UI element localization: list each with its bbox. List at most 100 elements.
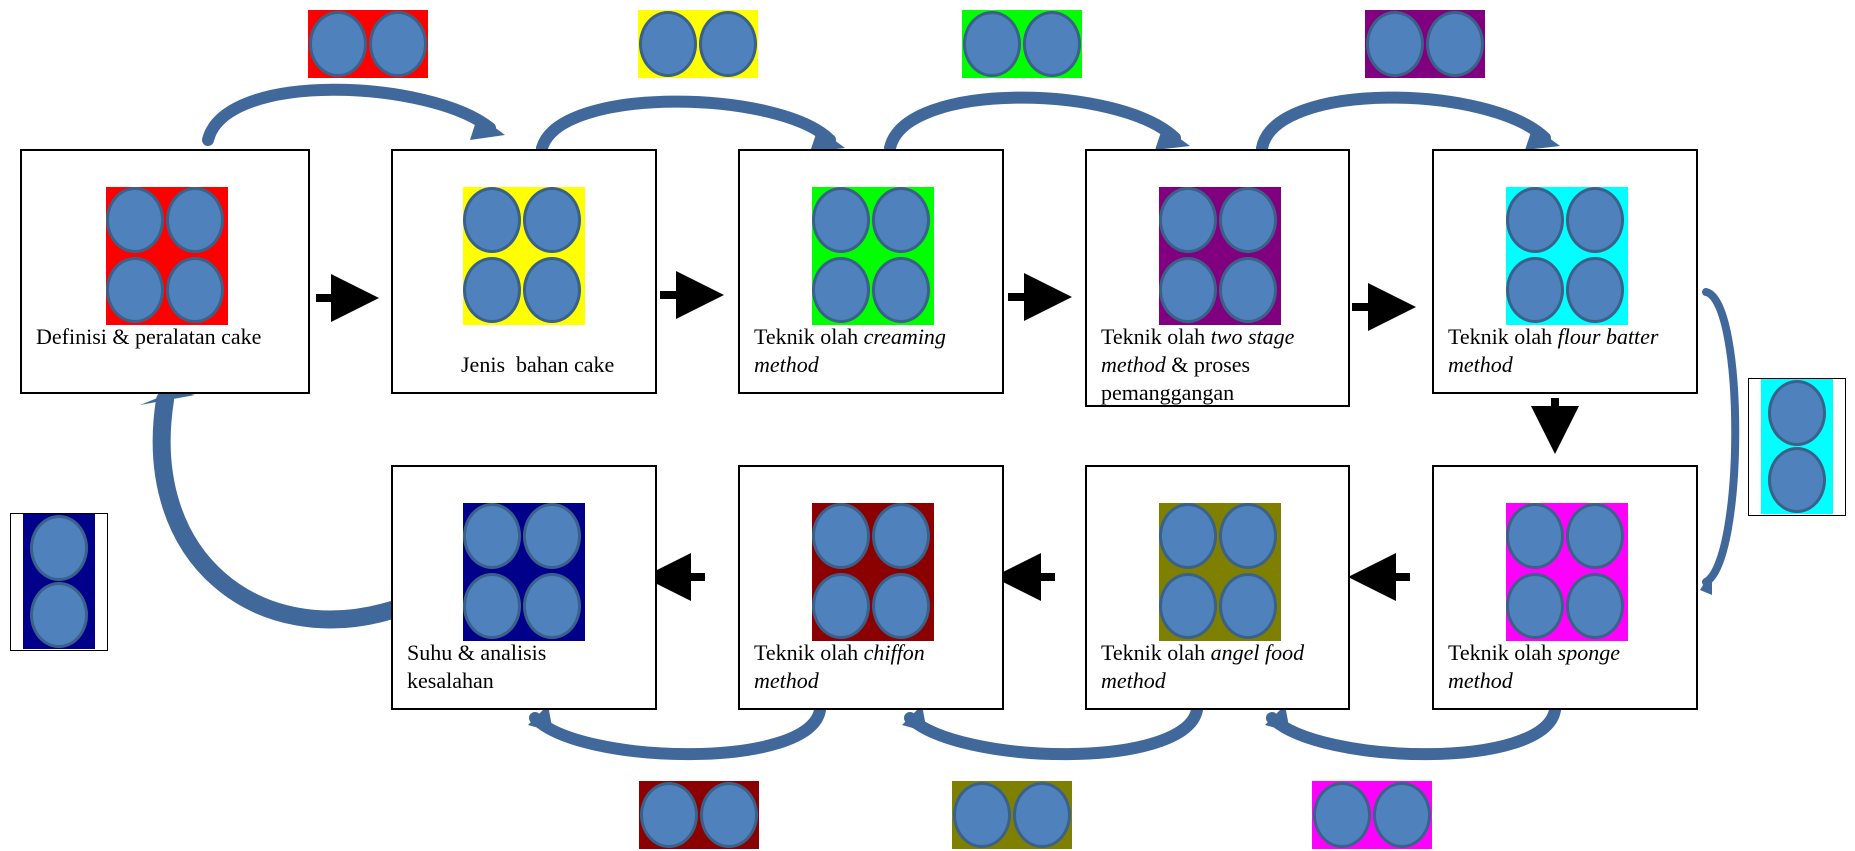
circle-icon bbox=[463, 573, 521, 639]
step-box-angel-food: Teknik olah angel food method bbox=[1085, 465, 1350, 710]
circle-icon bbox=[1159, 257, 1217, 323]
color-tile-magenta bbox=[1506, 503, 1628, 641]
circle-icon bbox=[1159, 573, 1217, 639]
circle-icon bbox=[1506, 257, 1564, 323]
step-label-text: Jenis bahan cake bbox=[461, 352, 615, 377]
step-label-text: & proses pemanggangan bbox=[1101, 352, 1251, 405]
connector-tile-cyan bbox=[1761, 379, 1833, 514]
color-tile-cyan bbox=[1506, 187, 1628, 325]
circle-icon bbox=[1366, 11, 1424, 77]
circle-icon bbox=[1506, 503, 1564, 569]
step-label-italic: flour batter method bbox=[1448, 324, 1659, 377]
circle-icon bbox=[166, 257, 224, 323]
circle-icon bbox=[106, 187, 164, 253]
circle-icon bbox=[1768, 380, 1826, 446]
circle-icon bbox=[309, 11, 367, 77]
step-box-jenis: Jenis bahan cake bbox=[391, 149, 657, 394]
circle-icon bbox=[699, 11, 757, 77]
step-label-italic: angel food method bbox=[1101, 640, 1305, 693]
step-label-text: Teknik olah bbox=[754, 640, 864, 665]
circle-icon bbox=[523, 503, 581, 569]
curved-arrow-2-3 bbox=[536, 95, 836, 154]
circle-icon bbox=[30, 582, 88, 648]
circle-icon bbox=[1219, 573, 1277, 639]
connector-tile-navy bbox=[23, 514, 95, 649]
circle-icon bbox=[872, 573, 930, 639]
connector-tile-navy-frame bbox=[10, 513, 108, 651]
circle-icon bbox=[1566, 257, 1624, 323]
step-label: Suhu & analisis kesalahan bbox=[407, 639, 587, 695]
circle-icon bbox=[953, 782, 1011, 848]
circle-icon bbox=[1313, 782, 1371, 848]
circle-icon bbox=[1159, 187, 1217, 253]
circle-icon bbox=[523, 257, 581, 323]
circle-icon bbox=[872, 257, 930, 323]
color-tile-purple bbox=[1159, 187, 1281, 325]
connector-tile-red bbox=[308, 10, 428, 78]
circle-icon bbox=[812, 187, 870, 253]
step-label-italic: creaming method bbox=[754, 324, 946, 377]
step-label-text: Teknik olah bbox=[1101, 640, 1211, 665]
connector-tile-magenta bbox=[1312, 781, 1432, 849]
step-box-two-stage: Teknik olah two stage method & proses pe… bbox=[1085, 149, 1350, 407]
circle-icon bbox=[640, 782, 698, 848]
step-box-definisi: Definisi & peralatan cake bbox=[20, 149, 310, 394]
circle-icon bbox=[1219, 187, 1277, 253]
circle-icon bbox=[1219, 503, 1277, 569]
color-tile-yellow bbox=[463, 187, 585, 325]
step-box-creaming: Teknik olah creaming method bbox=[738, 149, 1004, 394]
circle-icon bbox=[700, 782, 758, 848]
circle-icon bbox=[963, 11, 1021, 77]
step-label: Teknik olah flour batter method bbox=[1448, 323, 1688, 379]
curved-arrow-6-7 bbox=[1266, 704, 1561, 761]
step-label-italic: two stage method bbox=[1101, 324, 1295, 377]
curved-arrow-5-6 bbox=[1702, 288, 1740, 586]
connector-tile-darkred bbox=[639, 781, 759, 849]
curved-arrow-8-9 bbox=[529, 704, 826, 761]
step-label-text: Suhu & analisis kesalahan bbox=[407, 640, 547, 693]
connector-tile-purple bbox=[1365, 10, 1485, 78]
color-tile-red bbox=[106, 187, 228, 325]
curved-arrowhead bbox=[1155, 126, 1190, 150]
step-label: Teknik olah angel food method bbox=[1101, 639, 1341, 695]
circle-icon bbox=[30, 515, 88, 581]
color-tile-navy bbox=[463, 503, 585, 641]
circle-icon bbox=[523, 187, 581, 253]
step-label-italic: sponge method bbox=[1448, 640, 1620, 693]
curved-arrow-4-5 bbox=[1256, 91, 1551, 154]
circle-icon bbox=[166, 187, 224, 253]
circle-icon bbox=[812, 503, 870, 569]
curved-arrowhead bbox=[810, 128, 845, 152]
circle-icon bbox=[1566, 187, 1624, 253]
circle-icon bbox=[1023, 11, 1081, 77]
connector-tile-green bbox=[962, 10, 1082, 78]
circle-icon bbox=[1566, 503, 1624, 569]
circle-icon bbox=[1013, 782, 1071, 848]
circle-icon bbox=[639, 11, 697, 77]
color-tile-olive bbox=[1159, 503, 1281, 641]
curved-arrow-9-1 bbox=[152, 391, 401, 629]
step-box-flour-batter: Teknik olah flour batter method bbox=[1432, 149, 1698, 394]
step-label: Definisi & peralatan cake bbox=[36, 323, 306, 351]
curved-arrowhead bbox=[1265, 705, 1290, 732]
step-label: Jenis bahan cake bbox=[439, 323, 654, 407]
circle-icon bbox=[1219, 257, 1277, 323]
step-box-chiffon: Teknik olah chiffon method bbox=[738, 465, 1004, 710]
connector-tile-yellow bbox=[638, 10, 758, 78]
circle-icon bbox=[463, 187, 521, 253]
step-box-sponge: Teknik olah sponge method bbox=[1432, 465, 1698, 710]
step-label: Teknik olah two stage method & proses pe… bbox=[1101, 323, 1341, 407]
step-label: Teknik olah creaming method bbox=[754, 323, 994, 379]
connector-tile-olive bbox=[952, 781, 1072, 849]
circle-icon bbox=[872, 187, 930, 253]
circle-icon bbox=[106, 257, 164, 323]
curved-arrowhead bbox=[1525, 126, 1560, 150]
curved-arrowhead bbox=[902, 705, 927, 732]
curved-arrowhead bbox=[470, 115, 505, 140]
curved-arrowhead bbox=[1700, 570, 1712, 595]
step-box-suhu: Suhu & analisis kesalahan bbox=[391, 465, 657, 710]
step-label-text: Teknik olah bbox=[1448, 640, 1558, 665]
curved-arrowhead bbox=[140, 385, 195, 405]
color-tile-darkred bbox=[812, 503, 934, 641]
